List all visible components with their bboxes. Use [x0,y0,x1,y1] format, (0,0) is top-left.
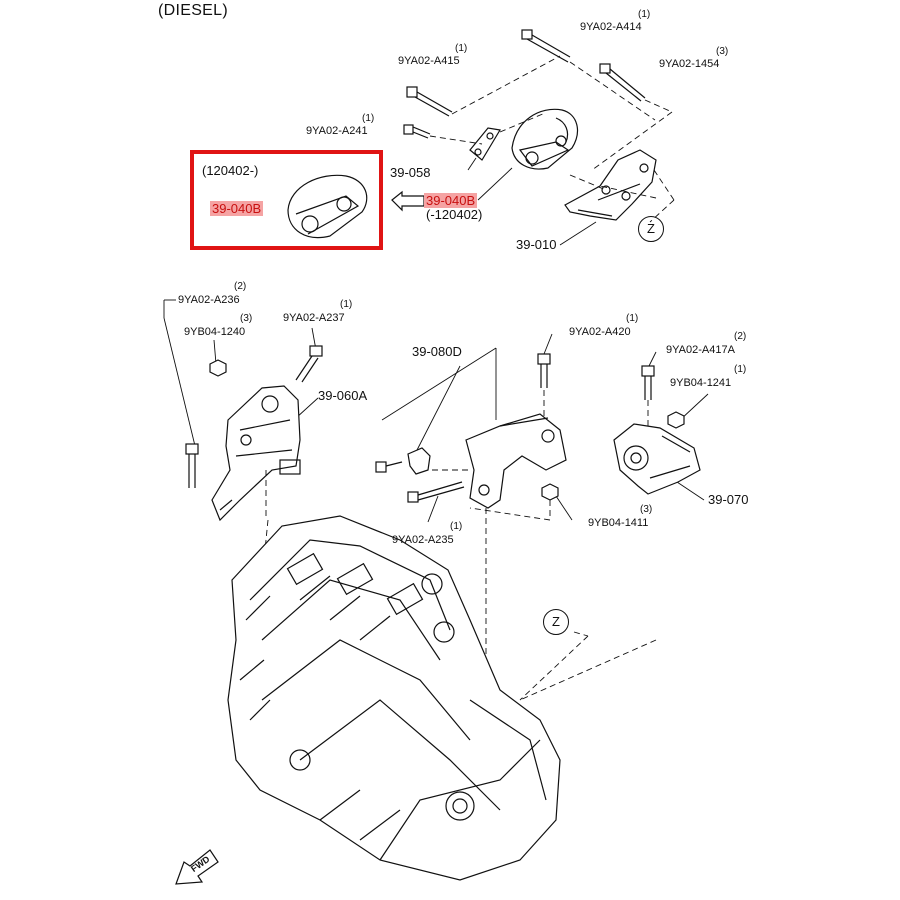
inset-date-label: (120402-) [202,163,259,178]
inset-part-highlight: 39-040B [210,201,264,216]
engine-mount-39-040b [511,108,579,170]
nut-9yb04-1241 [667,411,685,429]
label-9ya02-a236: 9YA02-A236 [178,294,240,306]
bolt-9ya02-a420 [537,353,551,388]
qty-a420: (1) [626,313,639,324]
label-9ya02-a417a: 9YA02-A417A [666,344,735,356]
label-39-010: 39-010 [516,237,557,252]
label-9ya02-a241: 9YA02-A241 [306,125,368,137]
bolt-9ya02-1454 [599,63,646,102]
qty-a237: (1) [340,299,353,310]
label-39-080d: 39-080D [412,344,462,359]
nut-9yb04-1240 [209,359,227,377]
forward-arrow [175,849,219,885]
view-marker-z-engine: Z [543,609,569,635]
bracket-39-058 [469,127,501,161]
diagram-title: (DIESEL) [158,2,228,19]
label-9ya02-1454: 9YA02-1454 [659,58,720,70]
qty-a241: (1) [362,113,375,124]
qty-a235: (1) [450,521,463,532]
view-marker-z-top: Z [638,216,664,242]
label-9ya02-a420: 9YA02-A420 [569,326,631,338]
arrow-to-inset [391,190,425,212]
inset-engine-mount [287,174,368,239]
qty-a236: (2) [234,281,247,292]
bolt-39-080d [375,461,403,473]
bolt-9ya02-a241 [403,124,431,139]
bolt-9ya02-a415 [406,86,453,117]
qty-a414: (1) [638,9,651,20]
label-39-040b-highlight: 39-040B [424,193,478,208]
inset-part-label: 39-040B [210,201,264,216]
bracket-39-010 [564,149,657,221]
bracket-39-080d-small [407,447,431,475]
bracket-39-080d [465,413,567,509]
label-9yb04-1411: 9YB04-1411 [588,517,649,529]
qty-a417a: (2) [734,331,747,342]
alignment-lines-top [429,55,675,223]
qty-a415: (1) [455,43,468,54]
label-9ya02-a415: 9YA02-A415 [398,55,460,67]
bolt-9ya02-a417a [641,365,655,400]
nut-9yb04-1411 [541,483,559,501]
label-9yb04-1241: 9YB04-1241 [670,377,732,389]
label-39-040b-date: (-120402) [426,207,483,222]
engine-mount-39-060a [211,385,301,522]
leader-lines [163,157,709,523]
label-9ya02-a237: 9YA02-A237 [283,312,345,324]
bolt-9ya02-a235 [407,481,465,503]
qty-1411: (3) [640,504,653,515]
bolt-9ya02-a236 [185,443,199,488]
bolt-9ya02-a414 [521,29,571,63]
qty-1240: (3) [240,313,253,324]
label-39-060a: 39-060A [318,388,368,403]
label-39-040b: 39-040B [424,193,478,208]
inset-box [190,150,383,250]
label-9yb04-1240: 9YB04-1240 [184,326,246,338]
qty-1241: (1) [734,364,747,375]
qty-1454: (3) [716,46,729,57]
label-39-058: 39-058 [390,165,431,180]
transmission-mount-39-070 [613,423,701,495]
label-9ya02-a235: 9YA02-A235 [392,534,454,546]
label-9ya02-a414: 9YA02-A414 [580,21,642,33]
label-39-070: 39-070 [708,492,749,507]
engine-block [227,515,561,881]
bolt-9ya02-a237 [295,345,323,383]
